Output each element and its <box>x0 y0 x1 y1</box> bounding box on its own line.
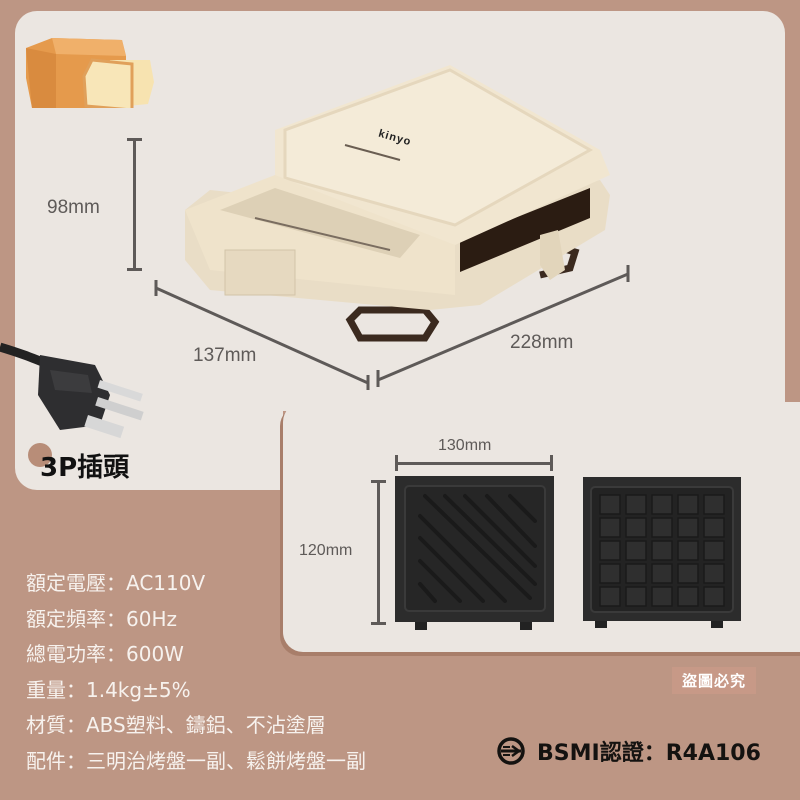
plate-height-cap-bottom <box>371 622 386 625</box>
width-dimension-line <box>376 265 630 387</box>
plug-label-accent-dot <box>28 443 52 467</box>
plate-height-dimension-line <box>377 481 380 623</box>
plate-width-cap-right <box>550 455 553 471</box>
bsmi-label: BSMI認證：R4A106 <box>537 741 761 766</box>
bread-icon <box>26 38 154 108</box>
spec-accessories: 配件：三明治烤盤一副、鬆餅烤盤一副 <box>26 748 366 773</box>
plate-width-cap-left <box>395 455 398 471</box>
spec-weight: 重量：1.4kg±5% <box>26 677 191 702</box>
plug-icon <box>0 342 144 439</box>
plate-width-label: 130mm <box>438 437 492 454</box>
bsmi-certification: BSMI認證：R4A106 <box>495 735 761 767</box>
depth-dimension-label: 137mm <box>193 345 257 366</box>
waffle-plate-image <box>583 477 741 628</box>
height-dimension-line <box>133 139 136 270</box>
plate-height-cap-top <box>371 480 386 483</box>
depth-dimension-line <box>154 280 370 390</box>
sandwich-maker-image <box>185 65 610 342</box>
bsmi-mark-icon <box>497 737 525 765</box>
spec-list: 額定電壓：AC110V 額定頻率：60Hz 總電功率：600W 重量：1.4kg… <box>26 566 366 779</box>
anti-theft-badge: 盜圖必究 <box>672 667 757 694</box>
plug-label: 3P插頭 <box>40 453 130 483</box>
sandwich-plate-image <box>395 476 554 630</box>
spec-material: 材質：ABS塑料、鑄鋁、不沾塗層 <box>26 713 326 737</box>
width-dimension-label: 228mm <box>510 332 574 353</box>
spec-rated-frequency: 額定頻率：60Hz <box>26 606 177 631</box>
plate-height-label: 120mm <box>299 542 353 559</box>
plate-width-dimension-line <box>396 462 552 465</box>
height-dimension-cap-bottom <box>127 268 142 271</box>
height-dimension-cap-top <box>127 138 142 141</box>
height-dimension-label: 98mm <box>47 197 100 218</box>
spec-total-power: 總電功率：600W <box>26 642 184 666</box>
spec-rated-voltage: 額定電壓：AC110V <box>26 571 206 595</box>
